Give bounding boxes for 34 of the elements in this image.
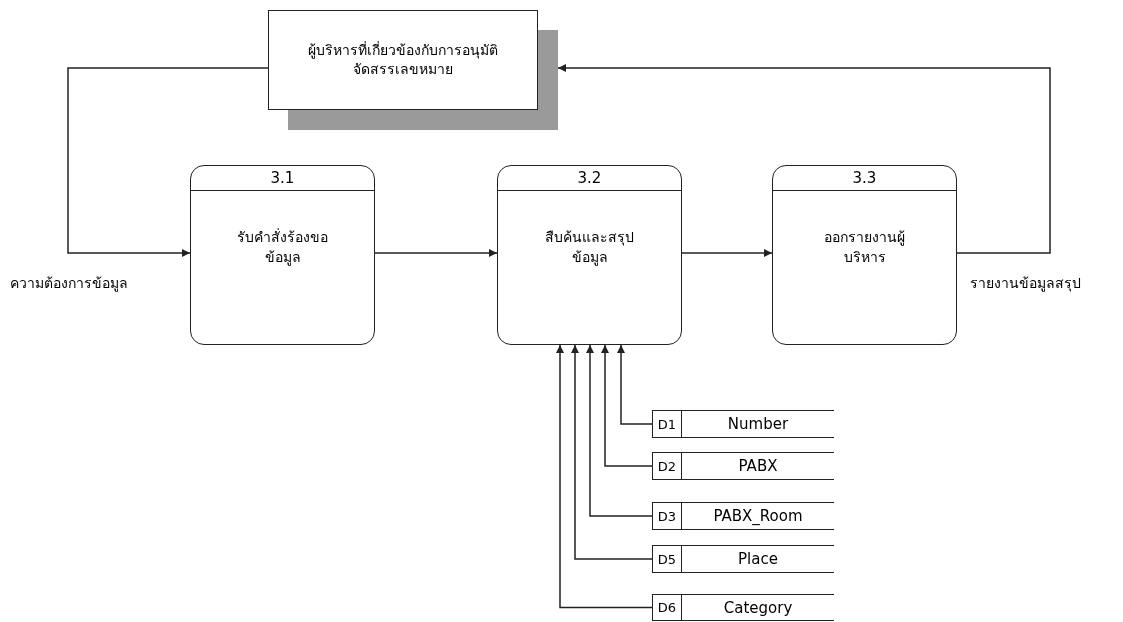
store-id: D6 — [657, 600, 677, 615]
flow-arrow — [681, 249, 773, 257]
flow-arrow — [586, 344, 653, 517]
process-box — [190, 165, 375, 345]
data-store — [652, 452, 834, 480]
data-store — [652, 410, 834, 438]
store-name: PABX — [738, 457, 778, 475]
flow-arrow — [67, 67, 269, 257]
data-store — [652, 594, 834, 621]
store-name: Place — [738, 550, 778, 568]
store-id: D5 — [657, 551, 677, 567]
data-store — [652, 502, 834, 530]
process-box — [497, 165, 682, 345]
store-id: D3 — [657, 508, 677, 524]
process-box — [772, 165, 957, 345]
process-number: 3.1 — [191, 166, 374, 191]
process-name: ออกรายงานผู้บริหาร — [823, 227, 906, 267]
process-name: สืบค้นและสรุปข้อมูล — [544, 227, 635, 268]
store-name: Category — [723, 598, 793, 617]
flow-arrow — [617, 344, 653, 425]
store-name: Number — [727, 415, 789, 433]
flow-arrow — [374, 249, 498, 257]
entity-name: ผู้บริหารที่เกี่ยวข้องกับการอนุมัติจัดสรรเลขหมาย — [307, 41, 499, 79]
store-id: D1 — [657, 416, 677, 432]
data-store — [652, 545, 834, 573]
process-number: 3.2 — [498, 166, 681, 191]
process-name: รับคำสั่งร้องขอข้อมูล — [236, 227, 329, 268]
flow-arrow — [601, 344, 653, 467]
flow-arrow — [571, 344, 653, 560]
store-name: PABX_Room — [713, 507, 803, 525]
flow-arrow — [556, 344, 653, 609]
flow-arrow — [557, 64, 1051, 254]
store-id: D2 — [657, 458, 677, 474]
process-number: 3.3 — [773, 166, 956, 191]
